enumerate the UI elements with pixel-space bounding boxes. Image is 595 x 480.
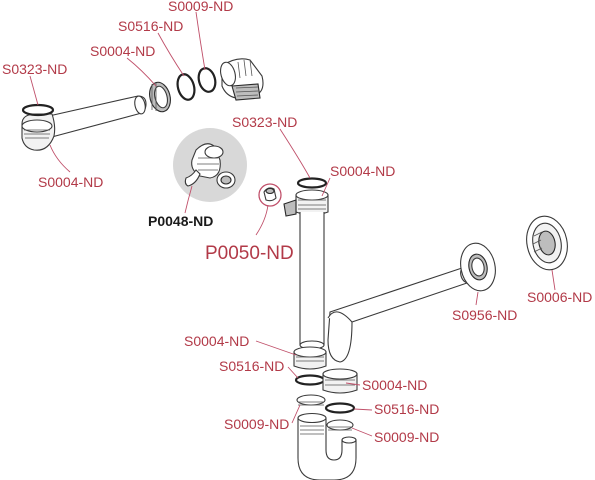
label-s0009-low-left: S0009-ND bbox=[224, 416, 289, 432]
gasket-s0009-low-left bbox=[296, 394, 326, 406]
trap-assembly bbox=[293, 346, 358, 480]
elbow-fitting bbox=[220, 58, 264, 101]
label-s0004-low-right: S0004-ND bbox=[362, 377, 427, 393]
label-p0050: P0050-ND bbox=[205, 243, 294, 264]
label-s0004-mid: S0004-ND bbox=[330, 163, 395, 179]
label-s0004-left: S0004-ND bbox=[38, 174, 103, 190]
inlet-pipe bbox=[39, 95, 147, 139]
part-labels: S0009-ND S0516-ND S0004-ND S0323-ND S000… bbox=[2, 0, 592, 445]
label-s0516-low-left: S0516-ND bbox=[219, 358, 284, 374]
label-s0004-top: S0004-ND bbox=[90, 43, 155, 59]
nut-s0004-top bbox=[149, 81, 171, 113]
label-s0323-mid: S0323-ND bbox=[232, 114, 297, 130]
label-s0956: S0956-ND bbox=[452, 307, 517, 323]
label-s0009-low-right: S0009-ND bbox=[374, 429, 439, 445]
label-s0009-top: S0009-ND bbox=[168, 0, 233, 14]
gasket-s0009-low-right bbox=[326, 419, 354, 431]
gasket-s0009-top bbox=[197, 67, 217, 93]
nut-s0004-low-left bbox=[293, 346, 327, 370]
top-inlet-assembly bbox=[21, 58, 264, 151]
plug-p0050 bbox=[258, 183, 282, 207]
gasket-s0516-top bbox=[176, 73, 196, 101]
rosette-s0006 bbox=[526, 215, 568, 271]
label-s0516-low-right: S0516-ND bbox=[374, 401, 439, 417]
vertical-standpipe bbox=[283, 177, 329, 350]
label-s0516-top: S0516-ND bbox=[118, 18, 183, 34]
leader-lines bbox=[29, 11, 556, 437]
label-p0048: P0048-ND bbox=[148, 213, 213, 229]
label-s0323-left: S0323-ND bbox=[2, 61, 67, 77]
gasket-s0323-mid bbox=[296, 177, 328, 189]
adapter-p0048 bbox=[173, 128, 247, 202]
gasket-s0516-low-right bbox=[324, 402, 356, 414]
rosette-s0956 bbox=[460, 242, 496, 292]
nut-s0004-low-right bbox=[322, 368, 358, 394]
label-s0006: S0006-ND bbox=[527, 289, 592, 305]
label-s0004-low-left: S0004-ND bbox=[184, 333, 249, 349]
gasket-s0516-low-left bbox=[294, 374, 326, 386]
